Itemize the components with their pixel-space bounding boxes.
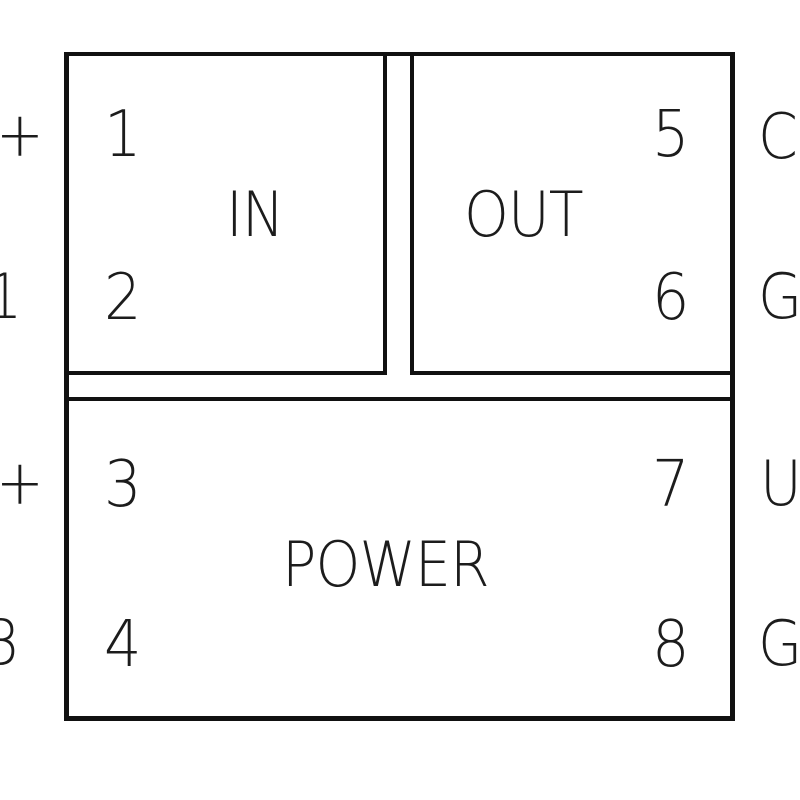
outer-frame-top [64, 52, 735, 56]
power-pin-8: 8 [652, 608, 689, 682]
external-left-label: 1 [0, 266, 22, 328]
out-pin-6: 6 [652, 261, 689, 335]
in-pin-2: 2 [104, 261, 141, 335]
external-left-label: + [0, 446, 44, 519]
outer-frame-left [64, 52, 69, 721]
power-block-label: POWER [282, 528, 490, 601]
external-left-label: 3 [0, 612, 20, 674]
outer-frame-bottom [64, 716, 735, 721]
external-right-label: U [760, 447, 800, 520]
external-right-label: C [758, 100, 798, 173]
in-block-right-border [383, 52, 387, 375]
out-block-label: OUT [464, 178, 584, 251]
external-left-label: + [0, 98, 44, 171]
external-right-label: G [758, 260, 800, 333]
power-pin-7: 7 [652, 448, 689, 522]
power-pin-3: 3 [104, 448, 141, 522]
power-block-top-border [64, 397, 735, 401]
in-block-bottom-border [64, 371, 387, 375]
in-block-label: IN [226, 178, 285, 251]
outer-frame-right [730, 52, 735, 721]
out-block-left-border [410, 52, 414, 375]
external-right-label: G [758, 607, 800, 680]
in-pin-1: 1 [104, 98, 141, 172]
out-pin-5: 5 [652, 98, 689, 172]
out-block-bottom-border [410, 371, 735, 375]
power-pin-4: 4 [104, 608, 141, 682]
